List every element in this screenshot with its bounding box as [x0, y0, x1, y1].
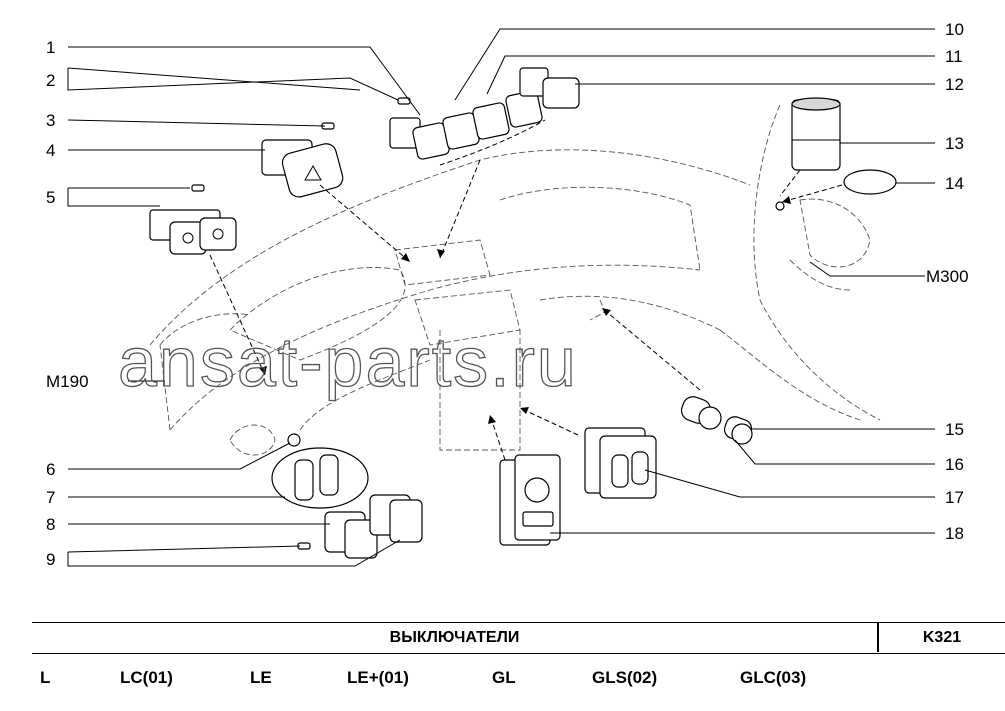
callout-5: 5 — [46, 188, 55, 207]
callout-4: 4 — [46, 141, 55, 160]
title-bar: ВЫКЛЮЧАТЕЛИ K321 — [32, 622, 1005, 654]
switch-panel-7 — [271, 447, 369, 509]
variant-item: GLS(02) — [592, 668, 658, 687]
callout-15: 15 — [945, 420, 964, 439]
install-arrows — [209, 159, 843, 461]
watermark-text: ansat-parts.ru — [118, 323, 578, 401]
callout-17: 17 — [945, 488, 964, 507]
dashboard-outline — [149, 149, 861, 456]
callout-12: 12 — [945, 75, 964, 94]
page-title: ВЫКЛЮЧАТЕЛИ — [389, 629, 520, 646]
variant-item: L — [40, 668, 51, 687]
callout-m300: M300 — [926, 267, 969, 286]
callout-13: 13 — [945, 134, 964, 153]
callout-10: 10 — [945, 20, 964, 39]
callout-11: 11 — [945, 47, 963, 66]
variant-item: GLC(03) — [740, 668, 807, 687]
callout-14: 14 — [945, 174, 964, 193]
variant-item: LC(01) — [120, 668, 173, 687]
hazard-switch-4 — [261, 139, 344, 198]
callout-9: 9 — [46, 550, 55, 569]
callout-6: 6 — [46, 460, 55, 479]
callout-2: 2 — [46, 71, 55, 90]
leader-lines — [67, 28, 935, 567]
unit-13 — [791, 97, 841, 171]
variant-list: L LC(01) LE LE+(01) GL GLS(02) GLC(03) — [0, 668, 1005, 698]
clip-icon — [775, 201, 785, 211]
callout-1: 1 — [46, 38, 55, 57]
buttons-15-16 — [680, 396, 753, 445]
variant-item: GL — [492, 668, 516, 687]
callout-16: 16 — [945, 455, 964, 474]
switches-8 — [324, 494, 423, 559]
switch-block-10-12 — [389, 67, 580, 166]
title-divider — [877, 623, 879, 652]
section-code: K321 — [922, 629, 962, 646]
callout-m190: M190 — [46, 372, 89, 391]
door-panel-outline — [753, 104, 881, 421]
switch-block-17 — [584, 427, 657, 499]
cap-14 — [843, 169, 897, 195]
parts-diagram: 1 2 3 4 5 M190 6 7 8 9 10 11 12 13 14 M3… — [46, 20, 969, 569]
callout-18: 18 — [945, 524, 964, 543]
grommet-6-icon — [287, 433, 301, 447]
callout-7: 7 — [46, 488, 55, 507]
control-unit-18 — [499, 454, 561, 546]
callout-3: 3 — [46, 111, 55, 130]
variant-item: LE+(01) — [347, 668, 409, 687]
callout-8: 8 — [46, 515, 55, 534]
callout-labels: 1 2 3 4 5 M190 6 7 8 9 10 11 12 13 14 M3… — [46, 20, 969, 569]
switch-block-5 — [149, 209, 237, 255]
variant-item: LE — [250, 668, 272, 687]
lamp-5-icon — [191, 184, 205, 192]
